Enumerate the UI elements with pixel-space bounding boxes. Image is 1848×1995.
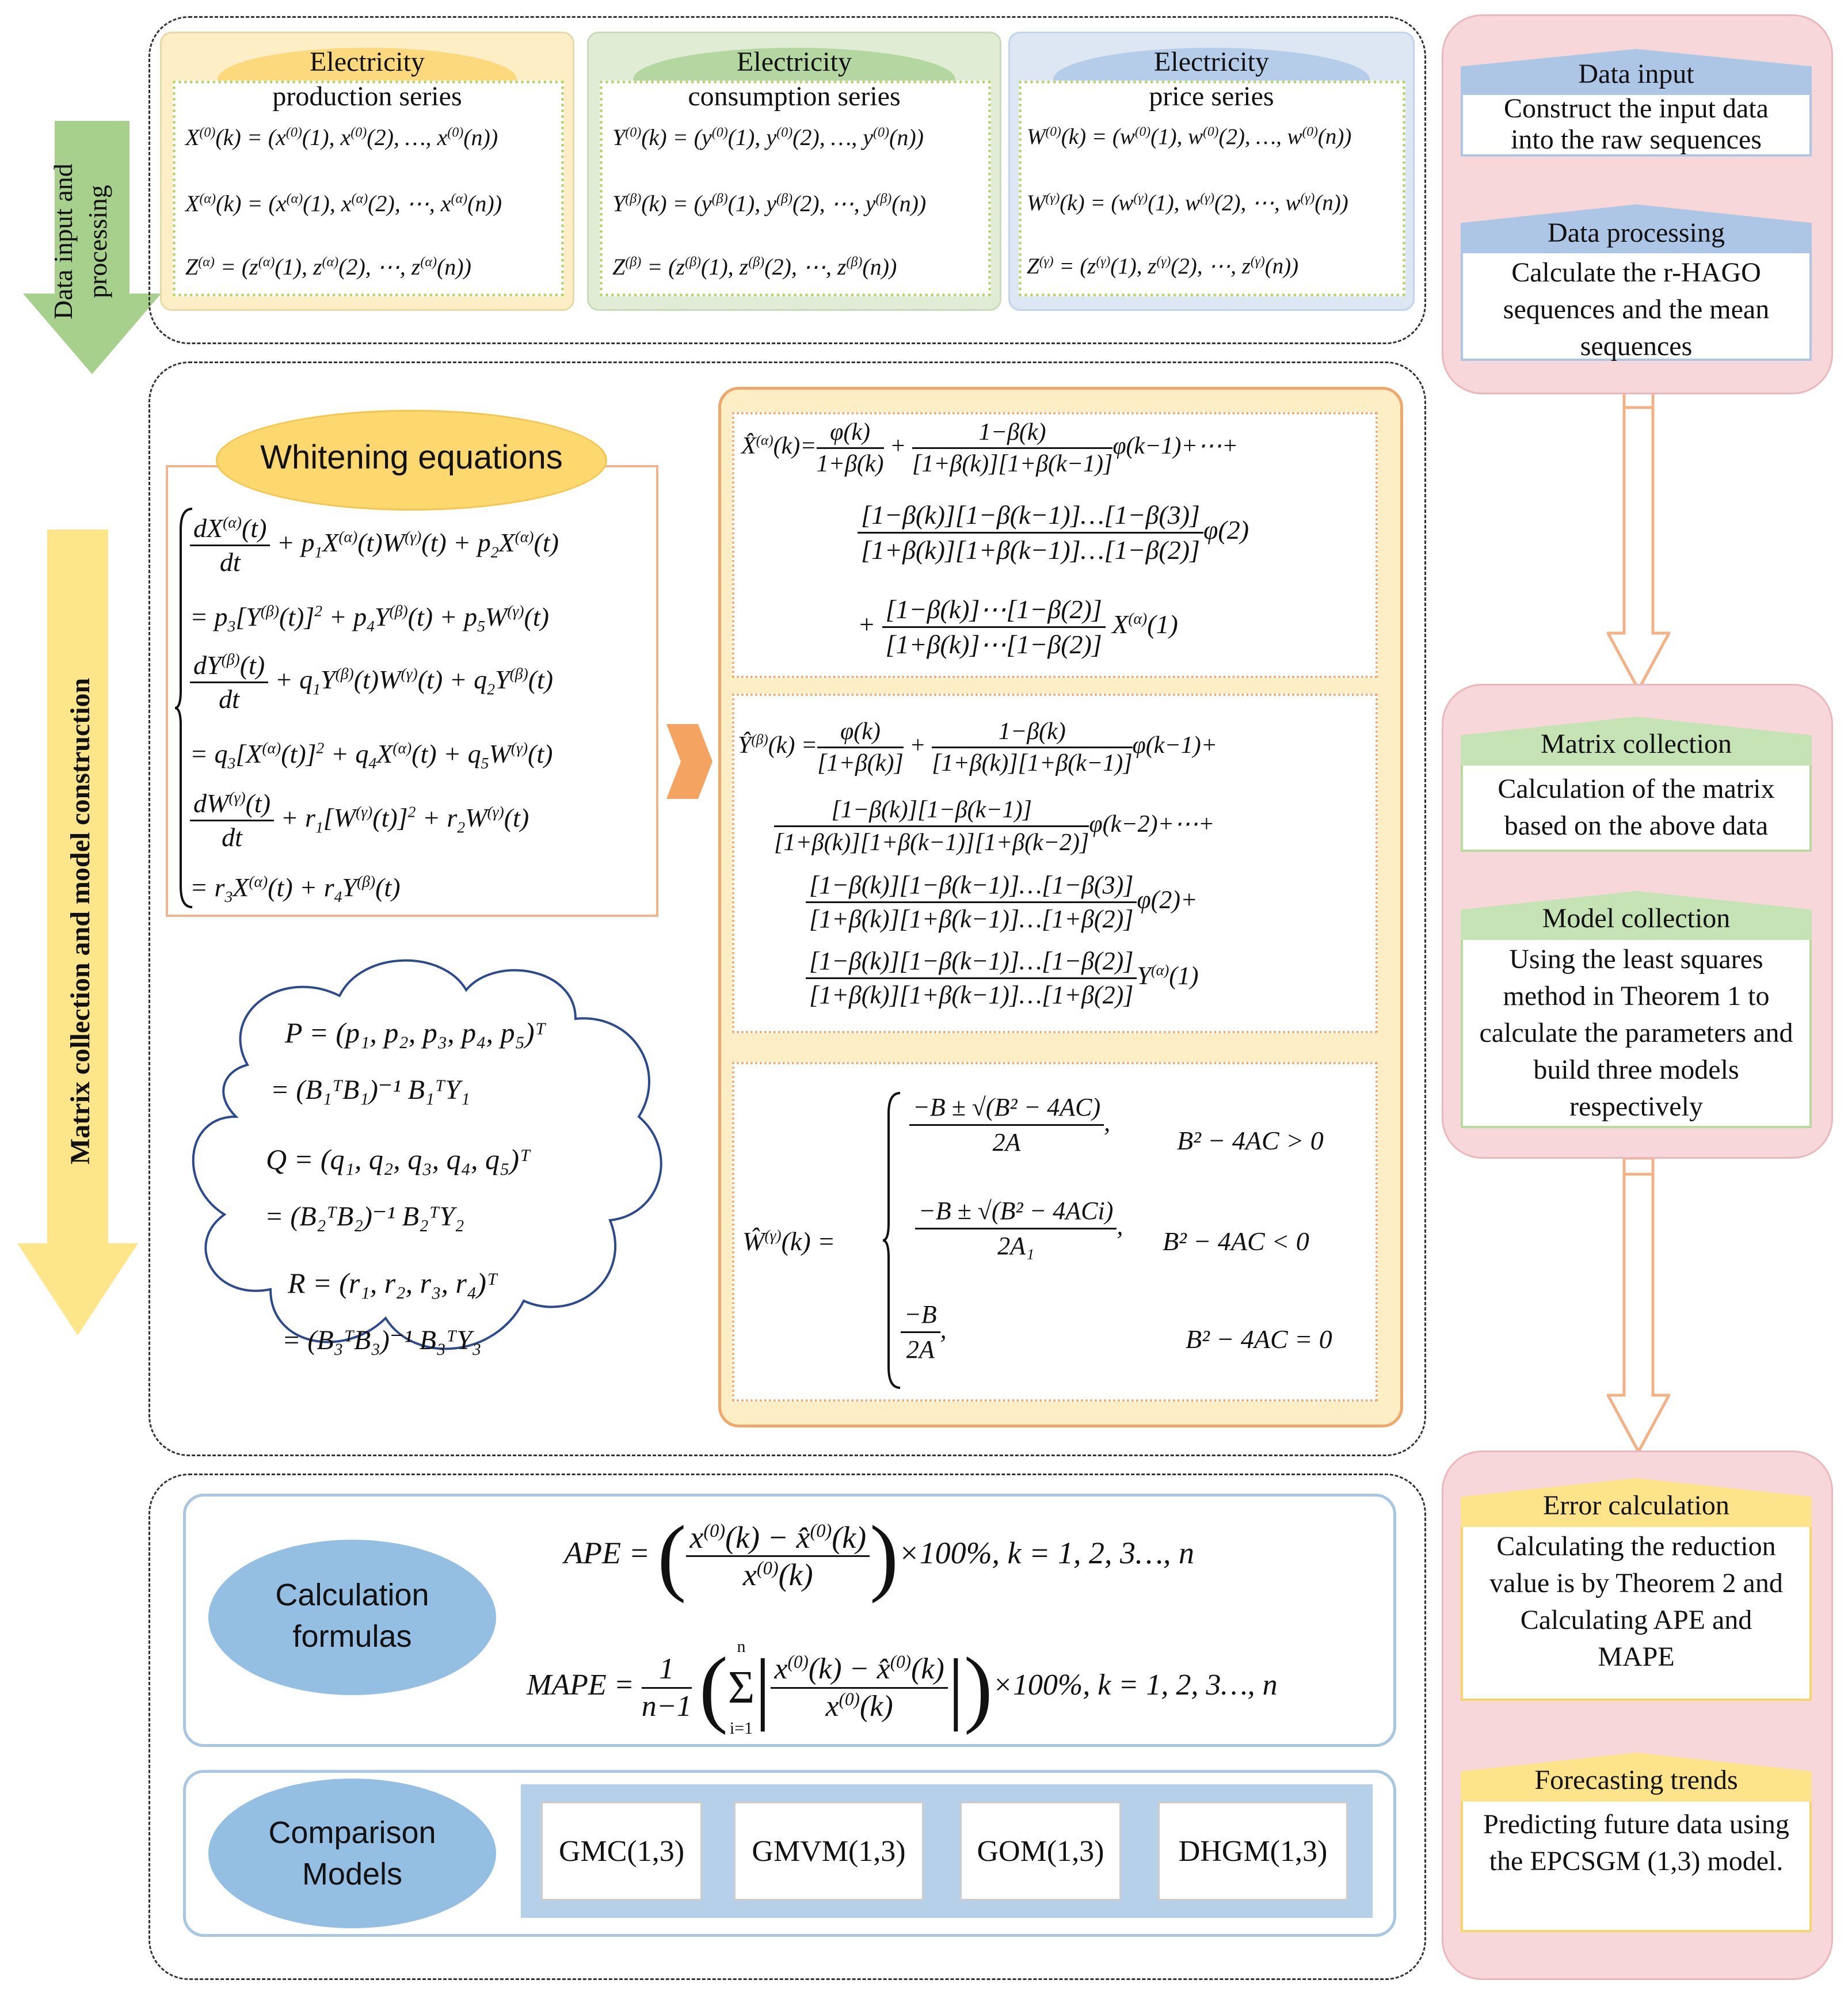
param-Q-ls: = (B₂ᵀB₂)⁻¹ B₂ᵀY₂ — [265, 1201, 464, 1232]
y-solution-line-4: [1−β(k)][1−β(k−1)]…[1−β(2)][1+β(k)][1+β(… — [806, 945, 1199, 1011]
whitening-box — [166, 465, 658, 917]
data-section-group — [148, 16, 1426, 344]
param-R-ls: = (B₃ᵀB₃)⁻¹ B₃ᵀY₃ — [282, 1325, 482, 1356]
x-solution-line-2: [1−β(k)][1−β(k−1)]…[1−β(3)][1+β(k)][1+β(… — [858, 498, 1249, 567]
param-Q-def: Q = (q₁, q₂, q₃, q₄, q₅)ᵀ — [266, 1143, 531, 1175]
production-formula-box — [173, 81, 564, 296]
data-input-text: Construct the input data into the raw se… — [1461, 87, 1812, 157]
calculation-ellipse — [208, 1540, 496, 1695]
down-arrow-2 — [1605, 1156, 1672, 1455]
evaluation-section-group — [148, 1474, 1426, 1980]
model-gmc: GMC(1,3) — [541, 1802, 702, 1901]
price-eq-hago: W(γ)(k) = (w(γ)(1), w(γ)(2), ⋯, w(γ)(n)) — [1027, 191, 1348, 215]
error-calculation-text: Calculating the reduction value is by Th… — [1461, 1522, 1812, 1701]
parameter-cloud — [173, 944, 679, 1376]
calculation-panel — [183, 1494, 1396, 1747]
x-solution-box — [732, 412, 1378, 678]
w-case-2: −B ± √(B² − 4ACi)2A₁, — [915, 1194, 1123, 1263]
comparison-ellipse — [208, 1779, 496, 1928]
param-P-ls: = (B₁ᵀB₁)⁻¹ B₁ᵀY₁ — [270, 1075, 470, 1105]
whitening-line-3: dY(β)(t)dt + q1Y(β)(t)W(γ)(t) + q2Y(β)(t… — [190, 649, 553, 715]
y-solution-line-2: [1−β(k)][1−β(k−1)][1+β(k)][1+β(k−1)][1+β… — [774, 794, 1214, 858]
model-section-group — [148, 361, 1426, 1456]
consumption-eq-raw: Y(0)(k) = (y(0)(1), y(0)(2), …, y(0)(n)) — [612, 124, 924, 150]
whitening-line-2: = p3[Y(β)(t)]2 + p4Y(β)(t) + p5W(γ)(t) — [190, 601, 549, 635]
param-P-def: P = (p₁, p₂, p₃, p₄, p₅)ᵀ — [285, 1016, 546, 1049]
param-R-def: R = (r₁, r₂, r₃, r₄)ᵀ — [288, 1267, 498, 1299]
chevron-right-icon — [666, 724, 712, 799]
forecasting-text: Predicting future data using the EPCSGM … — [1461, 1797, 1812, 1932]
whitening-line-4: = q3[X(α)(t)]2 + q4X(α)(t) + q5W(γ)(t) — [190, 738, 553, 772]
price-formula-box — [1019, 81, 1405, 296]
data-processing-text: Calculate the r-HAGO sequences and the m… — [1461, 249, 1812, 361]
y-solution-line-3: [1−β(k)][1−β(k−1)]…[1−β(3)][1+β(k)][1+β(… — [806, 869, 1198, 935]
production-eq-mean: Z(α) = (z(α)(1), z(α)(2), ⋯, z(α)(n)) — [185, 254, 471, 280]
w-solution-box — [732, 1062, 1378, 1402]
consumption-formula-box — [600, 81, 991, 296]
whitening-line-1: dX(α)(t)dt + p1X(α)(t)W(γ)(t) + p2X(α)(t… — [190, 512, 559, 578]
consumption-eq-hago: Y(β)(k) = (y(β)(1), y(β)(2), ⋯, y(β)(n)) — [612, 191, 927, 216]
whitening-line-6: = r3X(α)(t) + r4Y(β)(t) — [190, 872, 401, 906]
ape-formula: APE = (x(0)(k) − x̂(0)(k)x(0)(k))×100%, … — [564, 1508, 1194, 1604]
model-collection-text: Using the least squares method in Theore… — [1461, 935, 1812, 1128]
w-case-2-cond: B² − 4AC < 0 — [1163, 1227, 1309, 1256]
model-gom: GOM(1,3) — [960, 1802, 1121, 1901]
stage2-arrow — [17, 530, 138, 1335]
consumption-eq-mean: Z(β) = (z(β)(1), z(β)(2), ⋯, z(β)(n)) — [612, 254, 897, 280]
stage1-arrow — [23, 121, 161, 374]
matrix-collection-text: Calculation of the matrix based on the a… — [1461, 763, 1812, 852]
price-eq-raw: W(0)(k) = (w(0)(1), w(0)(2), …, w(0)(n)) — [1027, 124, 1352, 149]
y-solution-box — [732, 694, 1378, 1033]
w-case-3-cond: B² − 4AC = 0 — [1186, 1324, 1332, 1354]
w-case-1-cond: B² − 4AC > 0 — [1177, 1126, 1324, 1155]
x-solution-line-3: + [1−β(k)]⋯[1−β(2)][1+β(k)]⋯[1−β(2)] X(α… — [858, 593, 1178, 661]
stage1-label: Data input and processing — [48, 163, 112, 320]
x-solution-line-1: X̂(α)(k)=φ(k)1+β(k) + 1−β(k)[1+β(k)][1+β… — [741, 417, 1238, 479]
w-case-1: −B ± √(B² − 4AC)2A, — [909, 1091, 1110, 1159]
stage2-label: Matrix collection and model construction — [65, 677, 96, 1164]
model-dhgm: DHGM(1,3) — [1158, 1802, 1348, 1901]
w-solution-brace — [881, 1091, 904, 1390]
down-arrow-1 — [1605, 390, 1672, 693]
price-eq-mean: Z(γ) = (z(γ)(1), z(γ)(2), ⋯, z(γ)(n)) — [1027, 254, 1299, 279]
whitening-line-5: dW(γ)(t)dt + r1[W(γ)(t)]2 + r2W(γ)(t) — [190, 787, 529, 854]
forecasting-header: Forecasting trends — [1461, 1753, 1812, 1802]
whitening-ellipse — [216, 410, 607, 511]
production-eq-hago: X(α)(k) = (x(α)(1), x(α)(2), ⋯, x(α)(n)) — [185, 191, 502, 216]
production-eq-raw: X(0)(k) = (x(0)(1), x(0)(2), …, x(0)(n)) — [185, 124, 498, 150]
y-solution-line-1: Ŷ(β)(k) =φ(k)[1+β(k)] + 1−β(k)[1+β(k)][1… — [738, 717, 1217, 778]
whitening-title: Whitening equations — [260, 439, 563, 476]
model-gmvm: GMVM(1,3) — [734, 1802, 924, 1901]
whitening-brace — [173, 507, 196, 909]
w-solution-lhs: Ŵ(γ)(k) = — [742, 1226, 836, 1256]
